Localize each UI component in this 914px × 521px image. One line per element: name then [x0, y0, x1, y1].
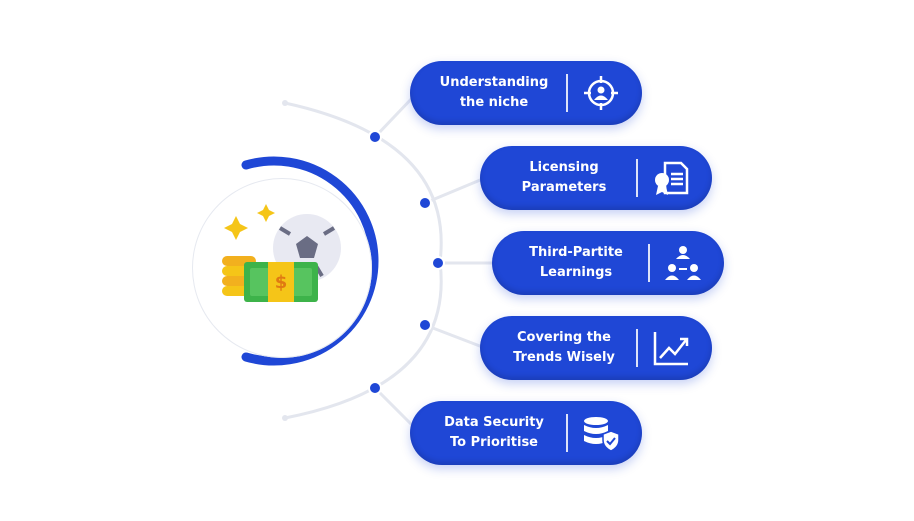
coins-cash-soccer-ball-icon: $	[222, 204, 341, 302]
target-person-icon	[578, 70, 624, 116]
center-blue-arc	[241, 156, 379, 366]
item-label: Data Security To Prioritise	[444, 415, 544, 450]
separator	[636, 159, 638, 197]
database-shield-icon	[578, 410, 624, 456]
item-third-partite-learnings: Third-Partite Learnings	[492, 231, 724, 295]
license-certificate-icon	[648, 155, 694, 201]
item-covering-the-trends-wisely: Covering the Trends Wisely	[480, 316, 712, 380]
node-dot-1	[368, 130, 382, 144]
item-label: Covering the Trends Wisely	[513, 330, 615, 365]
separator	[566, 414, 568, 452]
connector-line-2	[424, 176, 486, 205]
item-data-security-to-prioritise: Data Security To Prioritise	[410, 401, 642, 465]
node-dot-5	[368, 381, 382, 395]
center-badge: $	[192, 178, 372, 358]
node-dot-2	[418, 196, 432, 210]
node-dot-4	[418, 318, 432, 332]
connector-line-1	[373, 93, 417, 139]
item-label: Third-Partite Learnings	[529, 245, 623, 280]
item-label: Understanding the niche	[439, 75, 549, 110]
item-understanding-the-niche: Understanding the niche	[410, 61, 642, 125]
item-label: Licensing Parameters	[521, 160, 607, 195]
connector-line-4	[424, 323, 486, 350]
separator	[566, 74, 568, 112]
connector-line-5	[373, 386, 417, 430]
trend-chart-icon	[648, 325, 694, 371]
team-network-icon	[660, 240, 706, 286]
arc-end-dot-top	[282, 100, 288, 106]
item-licensing-parameters: Licensing Parameters	[480, 146, 712, 210]
svg-text:$: $	[275, 272, 288, 293]
arc-end-dot-bottom	[282, 415, 288, 421]
node-dot-3	[431, 256, 445, 270]
separator	[648, 244, 650, 282]
separator	[636, 329, 638, 367]
